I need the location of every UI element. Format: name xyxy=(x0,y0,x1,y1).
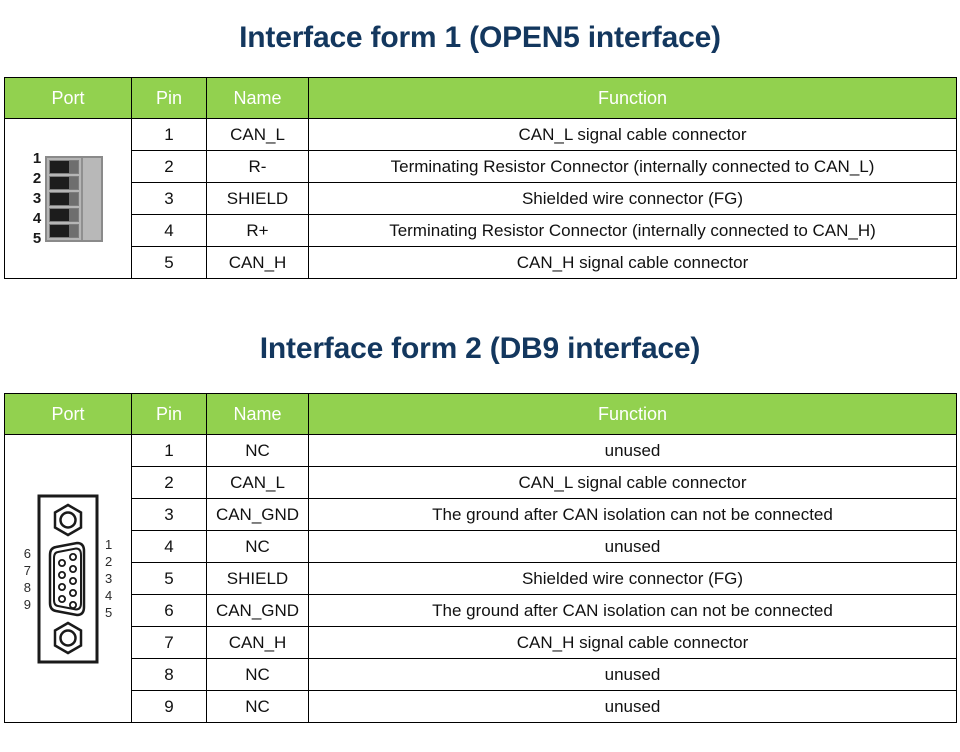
cell-name: CAN_GND xyxy=(206,594,309,627)
open5-pin-label-4: 4 xyxy=(32,209,42,227)
cell-function: unused xyxy=(308,530,957,563)
pinout-table-db9: Port Pin Name Function 6 7 8 9 xyxy=(4,393,957,723)
cell-function: Shielded wire connector (FG) xyxy=(308,182,957,215)
cell-name: CAN_H xyxy=(206,246,309,279)
cell-function: CAN_H signal cable connector xyxy=(308,246,957,279)
section-title-interface-form-2: Interface form 2 (DB9 interface) xyxy=(259,332,701,365)
column-header-name: Name xyxy=(206,77,309,119)
open5-pin-label-1: 1 xyxy=(32,149,42,167)
cell-pin: 4 xyxy=(131,214,207,247)
open5-slot-3 xyxy=(49,191,80,206)
column-header-name: Name xyxy=(206,393,309,435)
db9-left-pin-labels: 6 7 8 9 xyxy=(24,545,31,613)
db9-dsub-connector-icon xyxy=(37,494,99,663)
cell-pin: 7 xyxy=(131,626,207,659)
table-row: 3 CAN_GND The ground after CAN isolation… xyxy=(5,498,957,531)
db9-pin-label-3: 3 xyxy=(105,571,113,586)
open5-pin-label-3: 3 xyxy=(32,189,42,207)
open5-slot-4 xyxy=(49,207,80,222)
cell-pin: 3 xyxy=(131,182,207,215)
column-header-pin: Pin xyxy=(131,77,207,119)
open5-connector-diagram: 1 2 3 4 5 xyxy=(4,118,132,279)
table-row: 7 CAN_H CAN_H signal cable connector xyxy=(5,626,957,659)
cell-name: SHIELD xyxy=(206,562,309,595)
db9-right-pin-labels: 1 2 3 4 5 xyxy=(105,536,112,621)
open5-pin-number-labels: 1 2 3 4 5 xyxy=(33,149,41,249)
db9-pin-label-1: 1 xyxy=(105,537,113,552)
column-header-function: Function xyxy=(308,77,957,119)
cell-function: The ground after CAN isolation can not b… xyxy=(308,498,957,531)
table-row: 9 NC unused xyxy=(5,690,957,723)
table-header-row: Port Pin Name Function xyxy=(4,393,957,435)
cell-pin: 8 xyxy=(131,658,207,691)
cell-name: R- xyxy=(206,150,309,183)
pinout-table-open5: Port Pin Name Function 1 2 3 4 5 xyxy=(4,77,957,279)
cell-name: CAN_GND xyxy=(206,498,309,531)
cell-name: NC xyxy=(206,530,309,563)
table-row: 6 CAN_GND The ground after CAN isolation… xyxy=(5,594,957,627)
db9-pin-label-4: 4 xyxy=(105,588,113,603)
table-row: 2 CAN_L CAN_L signal cable connector xyxy=(5,466,957,499)
cell-name: CAN_H xyxy=(206,626,309,659)
cell-name: CAN_L xyxy=(206,466,309,499)
cell-function: unused xyxy=(308,690,957,723)
column-header-port: Port xyxy=(4,77,132,119)
cell-pin: 5 xyxy=(131,246,207,279)
cell-function: Terminating Resistor Connector (internal… xyxy=(308,214,957,247)
table-row: 3 SHIELD Shielded wire connector (FG) xyxy=(5,182,957,215)
db9-pin-label-2: 2 xyxy=(105,554,113,569)
cell-function: The ground after CAN isolation can not b… xyxy=(308,594,957,627)
cell-function: CAN_H signal cable connector xyxy=(308,626,957,659)
db9-pin-label-9: 9 xyxy=(23,596,31,612)
cell-function: CAN_L signal cable connector xyxy=(308,466,957,499)
table-row: 4 NC unused xyxy=(5,530,957,563)
cell-pin: 3 xyxy=(131,498,207,531)
cell-name: R+ xyxy=(206,214,309,247)
column-header-port: Port xyxy=(4,393,132,435)
cell-name: SHIELD xyxy=(206,182,309,215)
cell-function: CAN_L signal cable connector xyxy=(308,118,957,151)
cell-pin: 2 xyxy=(131,466,207,499)
open5-pin-label-5: 5 xyxy=(32,229,42,247)
cell-pin: 5 xyxy=(131,562,207,595)
cell-pin: 6 xyxy=(131,594,207,627)
table-row: 8 NC unused xyxy=(5,658,957,691)
cell-name: CAN_L xyxy=(206,118,309,151)
cell-pin: 1 xyxy=(131,434,207,467)
open5-housing-side xyxy=(81,157,102,240)
db9-pin-label-8: 8 xyxy=(23,579,31,595)
cell-name: NC xyxy=(206,658,309,691)
open5-slot-1 xyxy=(49,159,80,174)
cell-pin: 4 xyxy=(131,530,207,563)
cell-function: Shielded wire connector (FG) xyxy=(308,562,957,595)
cell-pin: 1 xyxy=(131,118,207,151)
cell-function: unused xyxy=(308,434,957,467)
table-row: 5 CAN_H CAN_H signal cable connector xyxy=(5,246,957,279)
column-header-function: Function xyxy=(308,393,957,435)
db9-connector-diagram: 6 7 8 9 xyxy=(4,434,132,723)
db9-pin-label-5: 5 xyxy=(105,605,113,620)
table-header-row: Port Pin Name Function xyxy=(4,77,957,119)
cell-name: NC xyxy=(206,434,309,467)
db9-pin-label-7: 7 xyxy=(23,562,31,578)
table-row: 1 2 3 4 5 xyxy=(4,118,957,279)
cell-pin: 2 xyxy=(131,150,207,183)
cell-function: unused xyxy=(308,658,957,691)
table-row: 4 R+ Terminating Resistor Connector (int… xyxy=(5,214,957,247)
open5-slot-2 xyxy=(49,175,80,190)
open5-pin-label-2: 2 xyxy=(32,169,42,187)
cell-pin: 9 xyxy=(131,690,207,723)
table-row: 6 7 8 9 xyxy=(4,434,957,723)
column-header-pin: Pin xyxy=(131,393,207,435)
cell-name: NC xyxy=(206,690,309,723)
open5-terminal-block-icon xyxy=(45,155,104,242)
cell-function: Terminating Resistor Connector (internal… xyxy=(308,150,957,183)
table-row: 2 R- Terminating Resistor Connector (int… xyxy=(5,150,957,183)
section-title-interface-form-1: Interface form 1 (OPEN5 interface) xyxy=(239,21,721,54)
open5-slot-5 xyxy=(49,223,80,238)
db9-pin-label-6: 6 xyxy=(23,545,31,561)
table-row: 5 SHIELD Shielded wire connector (FG) xyxy=(5,562,957,595)
